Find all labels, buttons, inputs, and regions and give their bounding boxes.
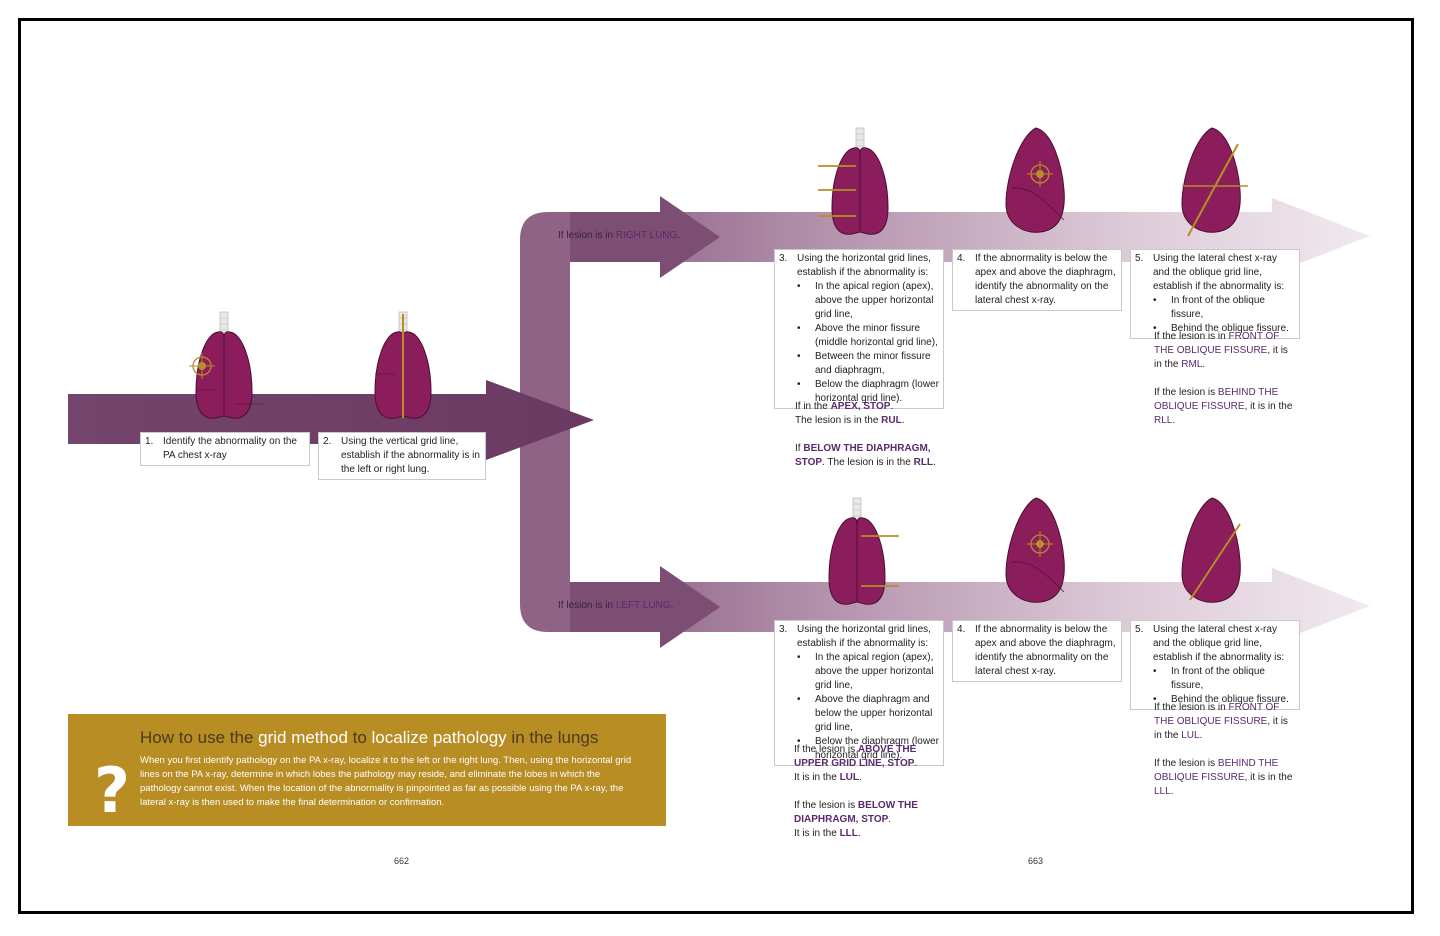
lateral-lung-right-step4 (1006, 128, 1064, 232)
right-lung-branch-label: If lesion is in RIGHT LUNG. (558, 230, 680, 241)
page-number-right: 663 (1028, 856, 1043, 866)
pa-lungs-step2 (375, 312, 431, 418)
right-step-4-box: 4. If the abnormality is below the apex … (952, 249, 1122, 311)
left-step-4-box: 4. If the abnormality is below the apex … (952, 620, 1122, 682)
left-step-5-box: 5. Using the lateral chest x-ray and the… (1130, 620, 1300, 710)
question-mark-icon: ? (94, 760, 130, 822)
info-panel: ? How to use the grid method to localize… (68, 714, 666, 826)
lateral-lung-left-step4 (1006, 498, 1064, 602)
right-step-3-note: If in the APEX, STOP. The lesion is in t… (795, 400, 945, 470)
page-title: How to use the grid method to localize p… (140, 728, 598, 748)
right-step-5-box: 5. Using the lateral chest x-ray and the… (1130, 249, 1300, 339)
right-step-3-box: 3. Using the horizontal grid lines, esta… (774, 249, 944, 409)
left-step-3-note: If the lesion is ABOVE THE UPPER GRID LI… (794, 743, 949, 841)
intro-text: When you first identify pathology on the… (140, 754, 640, 810)
step-1-box: 1. Identify the abnormality on the PA ch… (140, 432, 310, 466)
step-2-box: 2. Using the vertical grid line, establi… (318, 432, 486, 480)
page-number-left: 662 (394, 856, 409, 866)
right-step-3-list: In the apical region (apex), above the u… (797, 280, 939, 406)
right-step-5-note: If the lesion is in FRONT OF THE OBLIQUE… (1154, 330, 1294, 428)
left-step-5-note: If the lesion is in FRONT OF THE OBLIQUE… (1154, 701, 1294, 799)
left-lung-branch-label: If lesion is in LEFT LUNG. (558, 600, 673, 611)
lateral-lung-left-step5 (1182, 498, 1240, 602)
